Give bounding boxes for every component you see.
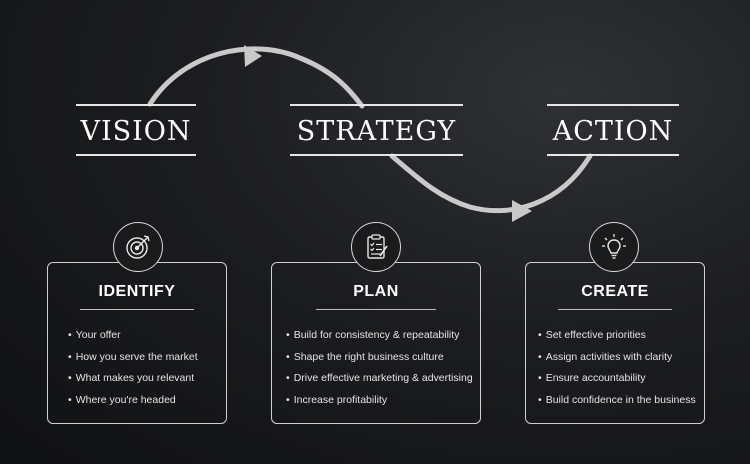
list-item: Build for consistency & repeatability <box>286 325 474 347</box>
list-item: Set effective priorities <box>538 325 698 347</box>
heading-vision: VISION <box>76 104 196 156</box>
list-item: Ensure accountability <box>538 368 698 390</box>
divider <box>558 309 672 310</box>
card-title: CREATE <box>581 283 649 300</box>
list-item: Drive effective marketing & advertising <box>286 368 474 390</box>
divider <box>316 309 436 310</box>
list-item: Assign activities with clarity <box>538 347 698 369</box>
list-item: Shape the right business culture <box>286 347 474 369</box>
heading-action: ACTION <box>547 104 679 156</box>
heading-strategy: STRATEGY <box>290 104 463 156</box>
target-icon <box>113 222 163 272</box>
lightbulb-icon <box>589 222 639 272</box>
list-item: Your offer <box>68 325 220 347</box>
bullet-list: Set effective priorities Assign activiti… <box>538 325 698 411</box>
plan-card: PLAN Build for consistency & repeatabili… <box>271 262 481 424</box>
divider <box>80 309 194 310</box>
bullet-list: Build for consistency & repeatability Sh… <box>286 325 474 411</box>
card-title: IDENTIFY <box>98 283 176 300</box>
card-title: PLAN <box>353 283 399 300</box>
list-item: Where you're headed <box>68 390 220 412</box>
create-card: CREATE Set effective priorities Assign a… <box>525 262 705 424</box>
list-item: What makes you relevant <box>68 368 220 390</box>
list-item: How you serve the market <box>68 347 220 369</box>
bullet-list: Your offer How you serve the market What… <box>68 325 220 411</box>
list-item: Increase profitability <box>286 390 474 412</box>
clipboard-checklist-icon <box>351 222 401 272</box>
list-item: Build confidence in the business <box>538 390 698 412</box>
identify-card: IDENTIFY Your offer How you serve the ma… <box>47 262 227 424</box>
